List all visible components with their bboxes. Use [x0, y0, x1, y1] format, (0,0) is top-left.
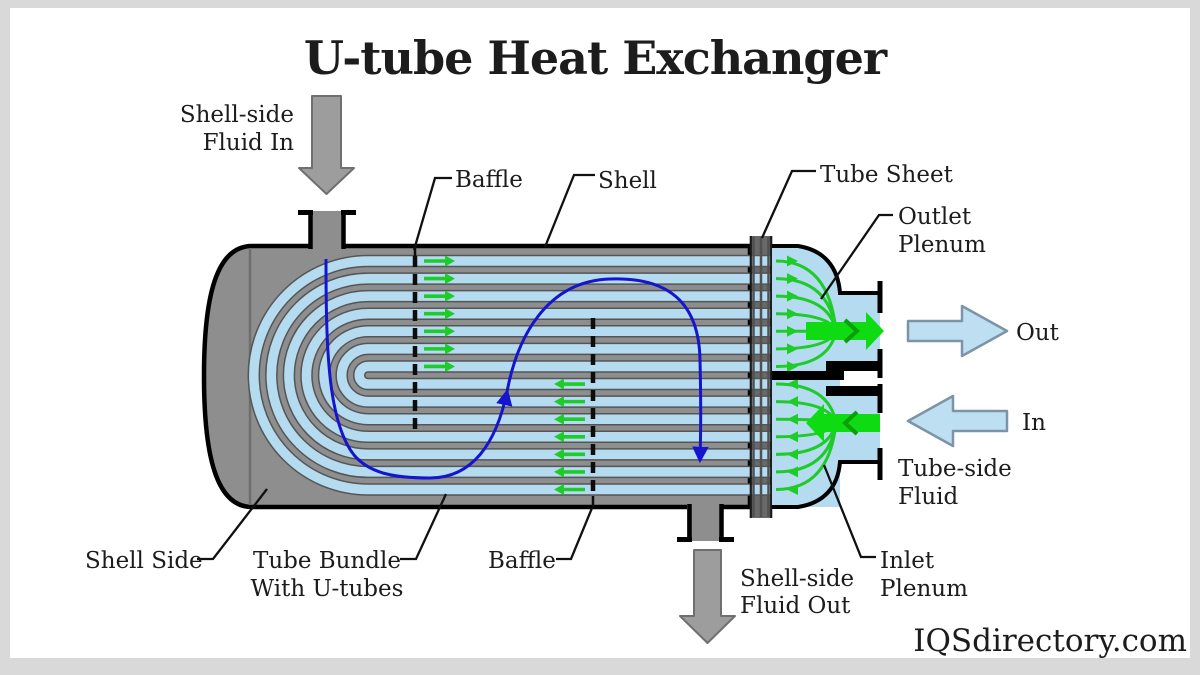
shell-fluid-in-arrow	[298, 95, 355, 195]
outlet-fan-arrowhead	[787, 325, 798, 337]
label-shell: Shell	[598, 168, 657, 194]
u-tube	[354, 361, 772, 389]
outlet-fan-arrowhead	[787, 290, 798, 302]
u-tube	[284, 291, 772, 460]
inlet-fan-arrowhead	[787, 431, 798, 443]
cross-flow-arrowhead-right	[445, 325, 455, 337]
cross-flow-arrowhead-left	[554, 413, 564, 425]
inlet-fan-arrowhead	[787, 413, 798, 425]
inlet-fan-arrowhead	[787, 466, 798, 478]
label-baffle-top: Baffle	[455, 167, 523, 193]
outlet-fan-arrowhead	[787, 343, 798, 355]
tube-side-in-arrow	[806, 404, 880, 442]
cross-flow-arrowhead-left	[554, 396, 564, 408]
shell-flow-cross-arrows	[424, 255, 585, 496]
cross-flow-arrowhead-left	[554, 378, 564, 390]
label-tube-sheet: Tube Sheet	[820, 162, 954, 188]
labels: Shell-side Fluid In Baffle Shell Tube Sh…	[85, 102, 1060, 619]
label-shell-side-fluid-out-line1: Shell-side	[740, 566, 854, 592]
u-tube	[266, 273, 772, 477]
label-shell-side-fluid-in-line1: Shell-side	[180, 102, 294, 128]
inlet-nozzle-top-wall	[826, 386, 882, 396]
outlet-plenum-outline	[772, 244, 882, 295]
outlet-fan-arrowhead	[787, 273, 798, 285]
label-shell-side-fluid-out-line2: Fluid Out	[740, 593, 851, 619]
u-tube	[249, 256, 772, 495]
inlet-fan-arrowhead	[787, 378, 798, 390]
shell-flow-path-down	[505, 277, 709, 464]
cross-flow-arrowhead-left	[554, 484, 564, 496]
inlet-plenum-outline	[772, 460, 882, 509]
outlet-fan-arrowhead	[787, 308, 798, 320]
u-tube	[336, 344, 772, 407]
shell-flow-path-up	[324, 258, 513, 480]
label-tube-side-fluid-line1: Tube-side	[898, 456, 1012, 482]
label-tube-bundle-line2: With U-tubes	[251, 576, 404, 602]
label-tube-bundle-line1: Tube Bundle	[253, 548, 401, 574]
cross-flow-arrowhead-right	[445, 290, 455, 302]
outlet-nozzle-bottom-wall	[826, 361, 882, 371]
leader-outlet-plenum	[820, 213, 893, 300]
leader-lines	[197, 169, 893, 561]
cross-flow-arrowhead-left	[554, 431, 564, 443]
label-inlet-plenum-line2: Plenum	[880, 576, 968, 602]
shell-fluid-out-arrow	[679, 549, 736, 644]
label-shell-side: Shell Side	[85, 548, 203, 574]
cross-flow-arrowhead-right	[445, 255, 455, 267]
cross-flow-arrowhead-left	[554, 466, 564, 478]
cross-flow-arrowhead-right	[445, 360, 455, 372]
label-shell-side-fluid-in-line2: Fluid In	[203, 130, 295, 156]
label-outlet-plenum-line2: Plenum	[898, 232, 986, 258]
leader-shell-side	[197, 488, 268, 561]
label-outlet-plenum-line1: Outlet	[898, 204, 972, 230]
u-tube	[319, 326, 772, 424]
outlet-fan-arrowhead	[787, 360, 798, 372]
cross-flow-arrowhead-right	[445, 273, 455, 285]
label-tube-side-fluid-line2: Fluid	[898, 484, 958, 510]
leader-tube-sheet	[760, 169, 816, 239]
label-in: In	[1022, 410, 1046, 436]
label-out: Out	[1016, 320, 1060, 346]
tube-bundle	[249, 256, 772, 495]
leader-tube-bundle	[400, 493, 448, 561]
pass-partition-divider	[772, 371, 844, 380]
out-block-arrow	[906, 304, 1009, 358]
leader-inlet-plenum	[822, 464, 876, 559]
outlet-fan-arrowhead	[787, 255, 798, 267]
shell-inlet-nozzle	[298, 210, 356, 249]
leader-baffle-top	[412, 176, 452, 251]
watermark: IQSdirectory.com	[913, 623, 1187, 659]
shell-outlet-nozzle	[677, 504, 734, 542]
inlet-fan-arrowhead	[787, 484, 798, 496]
u-tube	[301, 308, 772, 442]
tube-side-out-arrow	[806, 312, 884, 350]
cross-flow-arrowhead-left	[554, 448, 564, 460]
leader-baffle-bottom	[556, 507, 594, 561]
plenum-structure	[772, 244, 883, 509]
label-inlet-plenum-line1: Inlet	[880, 548, 935, 574]
inlet-fan-curve	[775, 422, 838, 492]
label-baffle-bottom: Baffle	[488, 548, 556, 574]
page-title: U-tube Heat Exchanger	[304, 31, 888, 85]
inlet-fan-arrowhead	[787, 448, 798, 460]
leader-shell	[543, 173, 595, 248]
inlet-fan-arrowhead	[787, 396, 798, 408]
cross-flow-arrowhead-right	[445, 343, 455, 355]
cross-flow-arrowhead-right	[445, 308, 455, 320]
tube-sheet-grid	[749, 236, 773, 518]
in-block-arrow	[906, 394, 1009, 448]
